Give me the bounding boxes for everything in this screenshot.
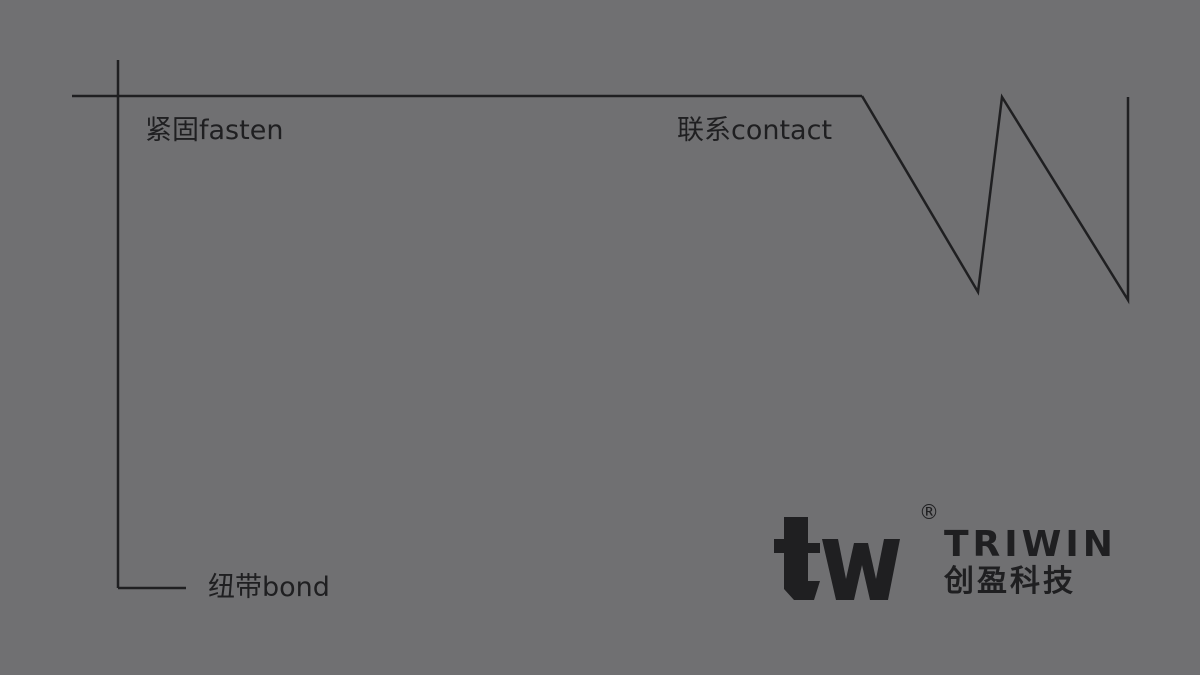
brand-name-cn: 创盈科技 <box>944 564 1076 599</box>
registered-mark: ® <box>919 500 939 524</box>
brand-name-en: TRIWIN <box>944 524 1117 565</box>
zigzag-line <box>860 93 1130 305</box>
label-contact: 联系contact <box>677 115 833 146</box>
label-fasten: 紧固fasten <box>145 115 284 146</box>
label-bond: 纽带bond <box>208 572 330 603</box>
triwin-logo-icon <box>774 517 900 600</box>
